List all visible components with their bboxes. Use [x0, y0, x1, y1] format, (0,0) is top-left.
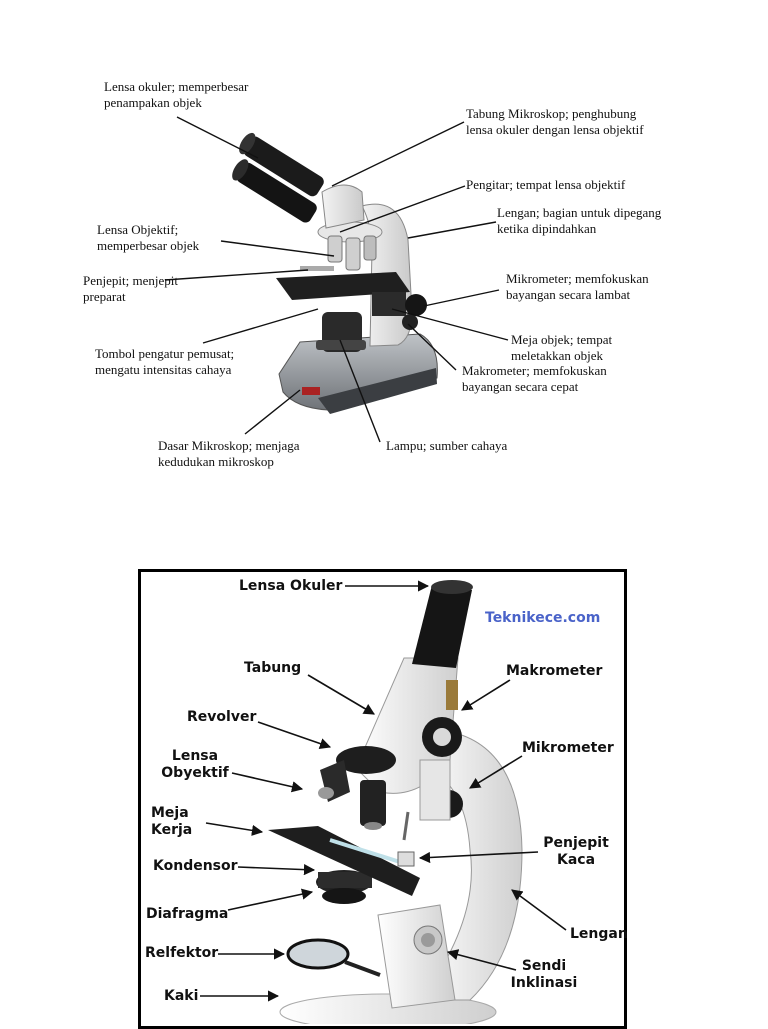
mic2-rack	[446, 680, 458, 710]
label-lensa-objektif: Lensa Objektif;memperbesar objek	[97, 222, 200, 253]
mic2-stage-clip	[397, 851, 415, 867]
label-lampu: Lampu; sumber cahaya	[386, 438, 508, 453]
label2-lengan: Lengan	[570, 926, 628, 942]
mic2-eyepiece	[412, 585, 472, 668]
label-pengitar: Pengitar; tempat lensa objektif	[466, 177, 626, 192]
mic1-base-badge	[302, 387, 320, 395]
mic2-mirror-arm	[344, 960, 381, 977]
mic1-stage-mechanism	[372, 292, 406, 316]
mic2-coarse-knob-center	[433, 728, 451, 746]
mic2-eyepiece-top	[431, 580, 473, 594]
mic2-focus-block	[419, 759, 451, 821]
mic2-arm	[419, 729, 523, 1001]
label2-diafragma: Diafragma	[146, 906, 229, 922]
label-tombol-pemusat: Tombol pengatur pemusat;mengatu intensit…	[95, 346, 235, 377]
label2-mikrometer: Mikrometer	[522, 740, 614, 756]
mic2-arrows	[200, 580, 567, 1002]
mic2-stage	[268, 826, 420, 896]
mic2-slide	[329, 838, 401, 864]
mic2-objective-1-lens	[318, 787, 334, 799]
label2-lensa-okuler: Lensa Okuler	[239, 578, 343, 594]
mic1-eyepieces	[232, 132, 324, 223]
watermark: Teknikece.com	[485, 610, 601, 626]
label2-relfektor: Relfektor	[145, 945, 219, 961]
mic1-coarse-knob	[402, 314, 418, 330]
mic2-mirror	[286, 938, 350, 970]
mic1-objective-c	[363, 235, 377, 261]
label2-kaki: Kaki	[164, 988, 199, 1004]
mic2-pillar	[377, 904, 456, 1009]
mic2-revolver	[336, 746, 396, 774]
label2-makrometer: Makrometer	[506, 663, 603, 679]
mic2-objective-2-lens	[364, 822, 382, 830]
label2-kondensor: Kondensor	[153, 858, 238, 874]
mic2-condenser-body	[318, 872, 372, 888]
mic1-diaphragm	[316, 340, 366, 350]
mic2-diaphragm	[322, 888, 366, 904]
mic2-inclination-joint-inner	[421, 933, 435, 947]
label2-revolver: Revolver	[187, 709, 257, 725]
mic1-fine-knob	[405, 294, 427, 316]
mic1-objective-b	[345, 237, 361, 271]
mic1-stage-clip	[300, 266, 334, 271]
mic1-pointer-lines	[164, 116, 509, 443]
mic1-base-trim	[318, 368, 437, 414]
mic1-head	[321, 184, 365, 229]
mic2-objective-2	[360, 780, 386, 826]
mic2-pin	[402, 811, 410, 841]
label2-tabung: Tabung	[244, 660, 302, 676]
